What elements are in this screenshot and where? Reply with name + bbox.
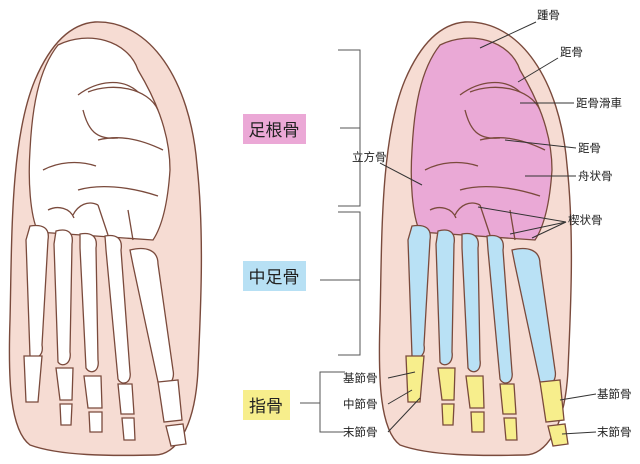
label-talus-top: 距骨 [560,45,583,59]
left-foot [8,21,203,457]
metatarsal-group-label: 中足骨 [249,268,300,288]
label-distal-left: 末節骨 [343,425,378,439]
label-cuneiform: 楔状骨 [568,213,603,227]
label-proximal-left: 基節骨 [343,371,378,385]
bracket-lines [300,49,361,433]
right-foot [378,21,573,457]
metatarsal-bones [407,224,557,387]
tarsal-group-box [243,114,306,144]
leader-lines [379,21,597,435]
label-proximal-right: 基節骨 [597,387,632,401]
label-cuboid: 立方骨 [352,150,387,164]
metatarsal-group-box [243,261,306,291]
phalanx-bones [405,355,569,447]
label-distal-right: 末節骨 [597,425,632,439]
label-middle-left: 中節骨 [343,397,378,411]
tarsal-group-label: 足根骨 [249,121,300,141]
label-calcaneus: 踵骨 [537,8,560,22]
phalanges-group-label: 指骨 [249,397,283,417]
label-trochlea: 距骨滑車 [576,96,622,110]
label-talus: 距骨 [578,141,601,155]
label-navicular: 舟状骨 [578,169,613,183]
phalanges-group-box [243,390,290,420]
